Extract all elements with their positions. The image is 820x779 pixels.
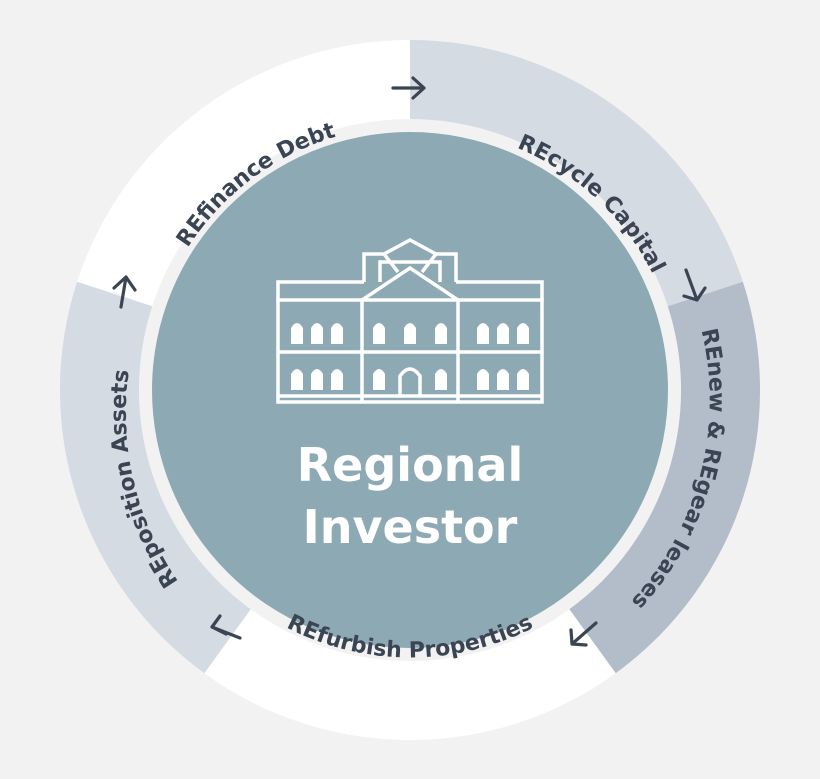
segment-renew xyxy=(569,281,761,674)
building-icon xyxy=(276,238,544,404)
arrow-down-right-icon xyxy=(682,268,707,302)
segment-recycle xyxy=(410,40,743,307)
segment-reposition xyxy=(59,281,251,674)
segment-refinance xyxy=(77,39,410,307)
arrow-right-icon xyxy=(391,76,426,100)
segment-refurbish xyxy=(204,609,616,741)
arrow-down-left-icon xyxy=(569,621,598,647)
center-title-line1: Regional xyxy=(297,438,523,492)
arrow-left-icon xyxy=(210,614,242,640)
core-circle xyxy=(152,132,668,648)
center-title-line2: Investor xyxy=(303,500,518,554)
arrow-up-icon xyxy=(112,275,137,309)
